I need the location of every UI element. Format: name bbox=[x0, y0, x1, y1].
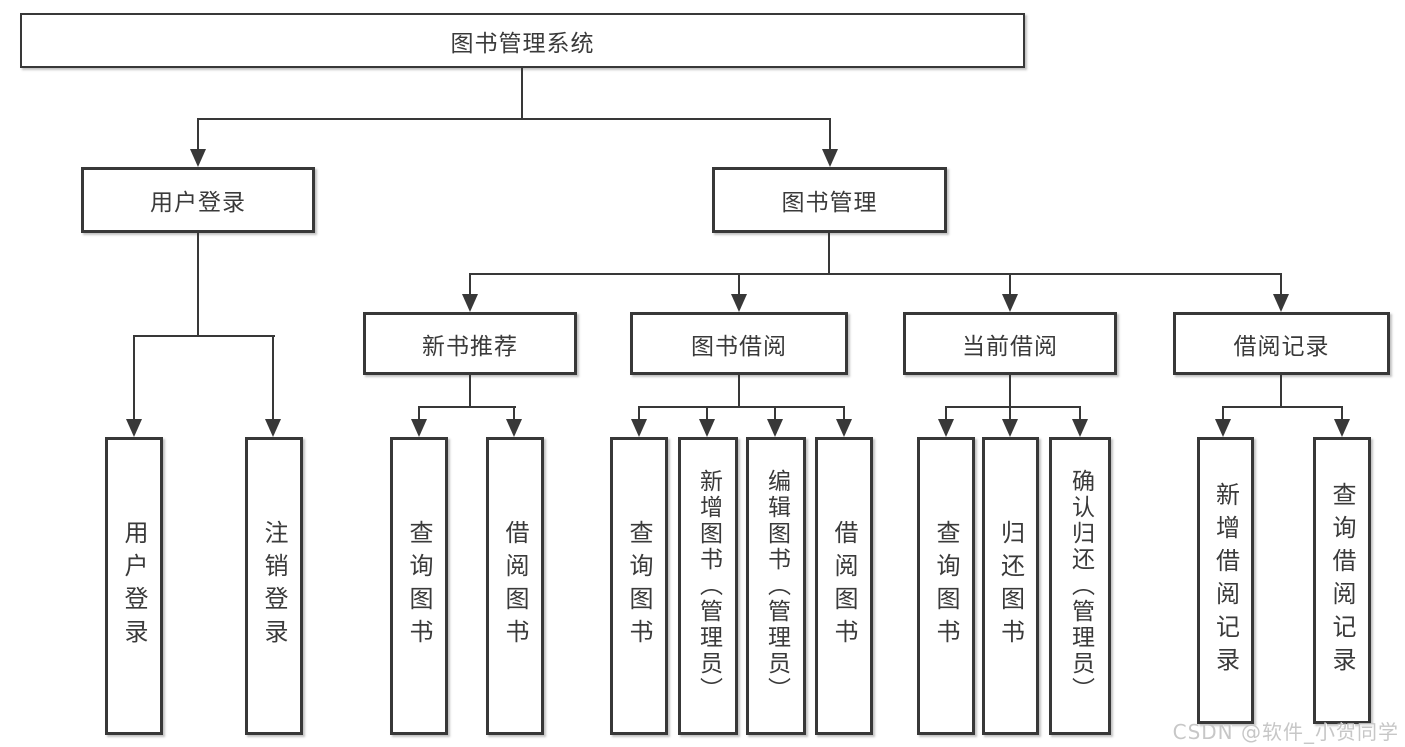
arrow-down-icon bbox=[265, 419, 281, 437]
arrow-down-icon bbox=[767, 419, 783, 437]
node-label: 查询图书 bbox=[405, 520, 433, 652]
node-label: 查询借阅记录 bbox=[1328, 481, 1356, 680]
connector-stem bbox=[1280, 375, 1282, 406]
connector-drop bbox=[843, 406, 845, 421]
arrow-down-icon bbox=[731, 294, 747, 312]
connector-rail bbox=[945, 406, 1081, 408]
node-label: 借阅图书 bbox=[501, 520, 529, 652]
arrow-down-icon bbox=[1002, 419, 1018, 437]
leaf-add-books-admin: 新增图书（管理员） bbox=[678, 437, 738, 735]
connector-drop bbox=[133, 335, 135, 419]
connector-drop bbox=[1009, 406, 1011, 421]
connector-drop bbox=[774, 406, 776, 421]
connector-drop bbox=[945, 406, 947, 421]
arrow-down-icon bbox=[699, 419, 715, 437]
leaf-borrow-books-recommend: 借阅图书 bbox=[486, 437, 544, 735]
node-book-borrowing: 图书借阅 bbox=[630, 312, 848, 375]
arrow-down-icon bbox=[631, 419, 647, 437]
connector-drop bbox=[1009, 273, 1011, 294]
connector-stem bbox=[738, 375, 740, 406]
connector-drop bbox=[197, 118, 199, 151]
node-user-login: 用户登录 bbox=[81, 167, 315, 233]
leaf-add-borrow-record: 新增借阅记录 bbox=[1197, 437, 1254, 724]
node-label: 借阅记录 bbox=[1233, 333, 1330, 360]
arrow-down-icon bbox=[462, 294, 478, 312]
node-label: 编辑图书（管理员） bbox=[763, 469, 790, 703]
arrow-down-icon bbox=[1215, 419, 1231, 437]
connector-drop bbox=[829, 118, 831, 151]
connector-drop bbox=[638, 406, 640, 421]
connector-rail bbox=[418, 406, 516, 408]
arrow-down-icon bbox=[1002, 294, 1018, 312]
connector-drop bbox=[706, 406, 708, 421]
connector-stem bbox=[197, 233, 199, 335]
arrow-down-icon bbox=[506, 419, 522, 437]
node-label: 图书借阅 bbox=[691, 333, 787, 360]
node-label: 借阅图书 bbox=[830, 520, 858, 652]
node-label: 查询图书 bbox=[625, 520, 653, 652]
arrow-down-icon bbox=[836, 419, 852, 437]
node-label: 图书管理系统 bbox=[450, 30, 595, 57]
connector-drop bbox=[1222, 406, 1224, 421]
node-label: 注销登录 bbox=[260, 520, 288, 652]
connector-drop bbox=[1280, 273, 1282, 294]
arrow-down-icon bbox=[190, 149, 206, 167]
arrow-down-icon bbox=[1273, 294, 1289, 312]
node-label: 新书推荐 bbox=[422, 333, 518, 360]
csdn-watermark: CSDN @软件_小贺同学 bbox=[1172, 720, 1399, 744]
arrow-down-icon bbox=[1072, 419, 1088, 437]
arrow-down-icon bbox=[822, 149, 838, 167]
connector-drop bbox=[418, 406, 420, 421]
node-borrow-records: 借阅记录 bbox=[1173, 312, 1390, 375]
connector-stem bbox=[828, 233, 830, 273]
leaf-confirm-return-admin: 确认归还（管理员） bbox=[1049, 437, 1111, 735]
connector-stem bbox=[1009, 375, 1011, 406]
connector-drop bbox=[1079, 406, 1081, 421]
connector-drop bbox=[513, 406, 515, 421]
connector-drop bbox=[738, 273, 740, 294]
leaf-user-login: 用户登录 bbox=[105, 437, 163, 735]
node-label: 图书管理 bbox=[781, 190, 878, 216]
arrow-down-icon bbox=[1334, 419, 1350, 437]
connector-root-stem bbox=[521, 68, 523, 118]
connector-root-rail bbox=[197, 118, 831, 120]
node-library-management-system: 图书管理系统 bbox=[20, 13, 1025, 68]
arrow-down-icon bbox=[938, 419, 954, 437]
leaf-borrow-books: 借阅图书 bbox=[815, 437, 873, 735]
connector-drop bbox=[469, 273, 471, 294]
leaf-edit-books-admin: 编辑图书（管理员） bbox=[746, 437, 806, 735]
connector-drop bbox=[272, 335, 274, 419]
leaf-query-books-borrowing: 查询图书 bbox=[610, 437, 668, 735]
node-label: 确认归还（管理员） bbox=[1067, 469, 1094, 703]
node-label: 查询图书 bbox=[932, 520, 960, 652]
leaf-query-borrow-record: 查询借阅记录 bbox=[1313, 437, 1371, 724]
node-book-management: 图书管理 bbox=[712, 167, 947, 233]
node-label: 用户登录 bbox=[150, 190, 246, 216]
node-new-book-recommendation: 新书推荐 bbox=[363, 312, 577, 375]
node-label: 当前借阅 bbox=[962, 333, 1058, 360]
connector-rail bbox=[469, 273, 1282, 275]
node-label: 新增借阅记录 bbox=[1211, 481, 1240, 680]
arrow-down-icon bbox=[126, 419, 142, 437]
leaf-query-books-recommend: 查询图书 bbox=[390, 437, 448, 735]
leaf-return-books: 归还图书 bbox=[982, 437, 1039, 735]
arrow-down-icon bbox=[411, 419, 427, 437]
connector-rail bbox=[133, 335, 275, 337]
connector-drop bbox=[1341, 406, 1343, 421]
connector-rail bbox=[638, 406, 845, 408]
node-label: 用户登录 bbox=[120, 520, 148, 652]
node-current-borrowing: 当前借阅 bbox=[903, 312, 1117, 375]
leaf-query-books-current: 查询图书 bbox=[917, 437, 975, 735]
node-label: 归还图书 bbox=[996, 520, 1025, 652]
node-label: 新增图书（管理员） bbox=[695, 469, 722, 703]
connector-rail bbox=[1222, 406, 1343, 408]
connector-stem bbox=[469, 375, 471, 406]
leaf-logout: 注销登录 bbox=[245, 437, 303, 735]
